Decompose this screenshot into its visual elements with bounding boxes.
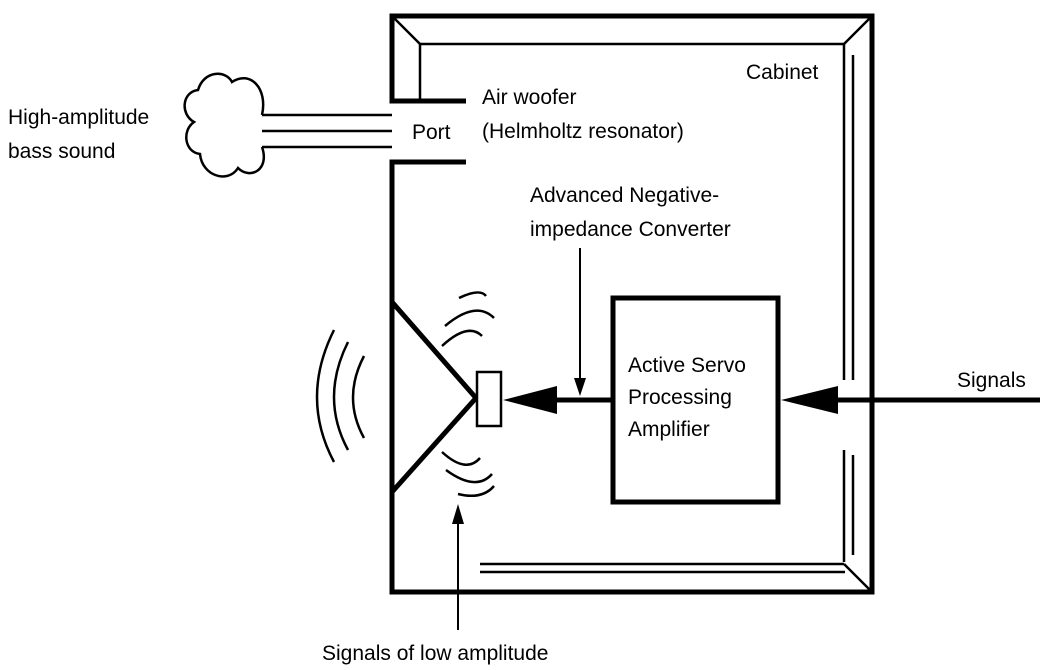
signals-label: Signals — [957, 369, 1026, 392]
voice-coil-block — [475, 370, 503, 428]
amplifier-label-line1: Active Servo — [628, 354, 746, 377]
port-label: Port — [412, 121, 451, 144]
converter-pointer-arrow — [574, 248, 586, 396]
bass-sound-cloud-icon — [183, 72, 266, 178]
bass-sound-label-line2: bass sound — [8, 140, 115, 163]
converter-label-line2: impedance Converter — [530, 218, 731, 241]
front-sound-waves-icon — [315, 329, 366, 463]
port-tube — [392, 98, 466, 165]
amplifier-label-line2: Processing — [628, 386, 732, 409]
air-woofer-label-line1: Air woofer — [482, 86, 577, 109]
inner-sound-waves-upper-icon — [441, 291, 495, 347]
low-amplitude-pointer-arrow — [452, 504, 464, 630]
cabinet-label: Cabinet — [746, 61, 819, 84]
converter-label-line1: Advanced Negative- — [530, 184, 719, 207]
low-amplitude-label: Signals of low amplitude — [322, 642, 548, 665]
amplifier-label-line3: Amplifier — [628, 418, 710, 441]
air-woofer-label-line2: (Helmholtz resonator) — [482, 120, 684, 143]
amplifier-output-arrow — [503, 386, 613, 414]
bass-sound-label-line1: High-amplitude — [8, 106, 149, 129]
speaker-driver-cone — [390, 300, 478, 494]
input-signals-arrow — [781, 386, 1040, 414]
air-stream-lines — [262, 113, 392, 149]
inner-sound-waves-lower-icon — [441, 451, 495, 497]
cabinet-outer-wall — [389, 13, 875, 595]
cabinet-inner-bevel — [391, 15, 873, 593]
